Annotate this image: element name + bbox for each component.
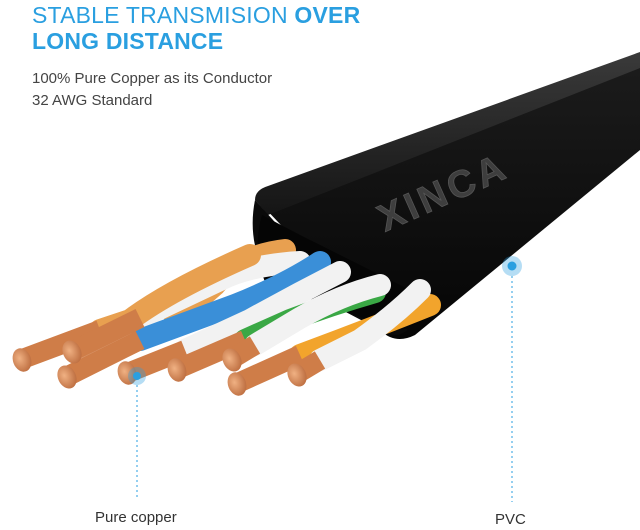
callout-pvc bbox=[502, 256, 522, 502]
pure-copper-label: Pure copper bbox=[95, 509, 177, 526]
spec-awg: 32 AWG Standard bbox=[32, 92, 153, 109]
headline-line2: LONG DISTANCE bbox=[32, 28, 224, 54]
copper-conductors bbox=[12, 309, 326, 396]
pvc-label: PVC bbox=[495, 511, 526, 528]
wire-blue bbox=[129, 251, 331, 351]
headline-line1-bold: OVER bbox=[294, 2, 361, 28]
spec-conductor: 100% Pure Copper as its Conductor bbox=[32, 70, 273, 87]
spec-list: 100% Pure Copper as its Conductor 32 AWG… bbox=[32, 68, 272, 112]
wire-white-green bbox=[244, 274, 391, 356]
headline-line1-light: STABLE TRANSMISION bbox=[32, 2, 295, 28]
wire-white-orange bbox=[309, 279, 431, 371]
headline: STABLE TRANSMISION OVER LONG DISTANCE bbox=[32, 2, 360, 54]
callout-copper bbox=[128, 367, 146, 500]
wire-white-blue bbox=[174, 261, 351, 361]
